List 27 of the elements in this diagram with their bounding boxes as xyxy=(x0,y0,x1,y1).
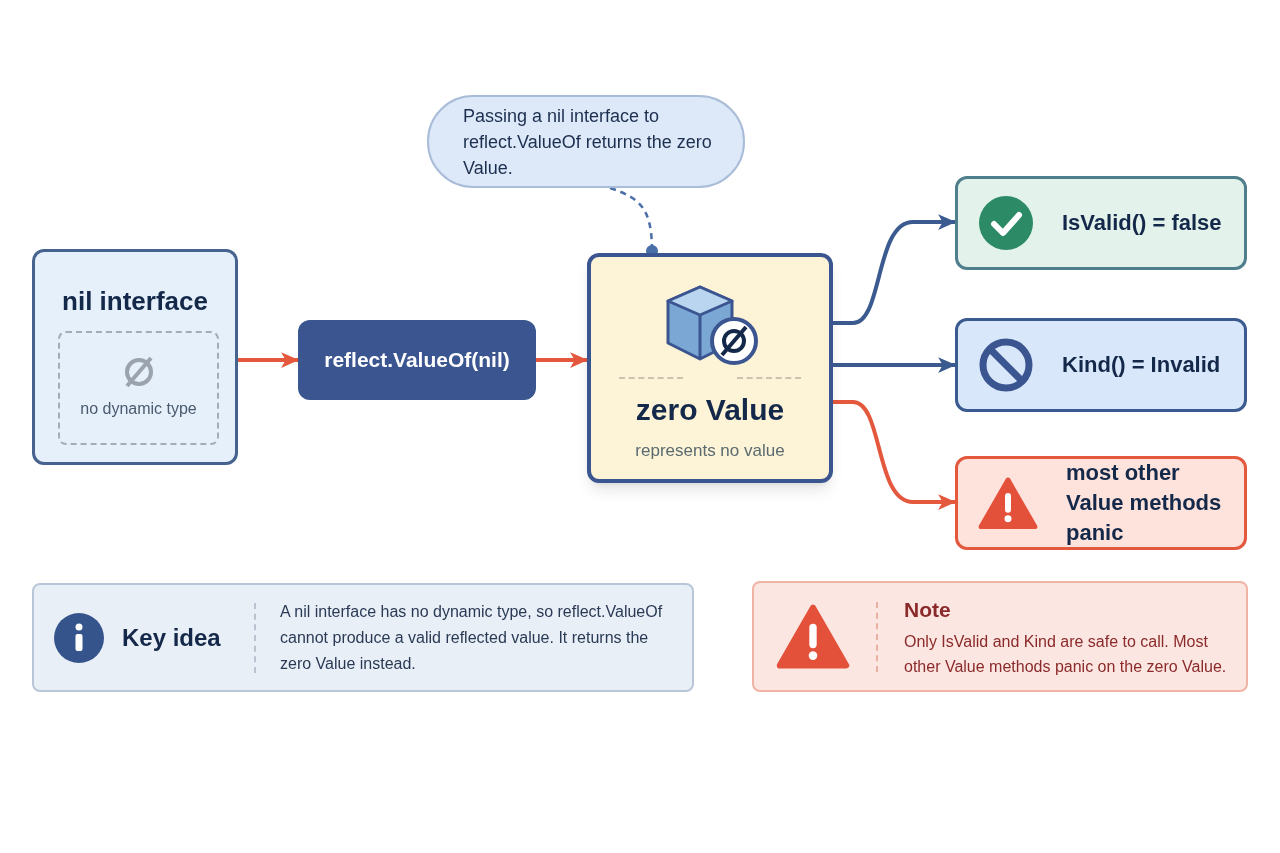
result-box xyxy=(955,318,1247,412)
box-caption: represents no value xyxy=(635,440,785,462)
box-title: nil interface xyxy=(61,285,209,318)
box-title: zero Value xyxy=(635,392,785,428)
arrow xyxy=(833,214,957,325)
arrow xyxy=(536,352,589,368)
dashed-box xyxy=(58,331,219,445)
arrow xyxy=(238,352,300,368)
result-text: IsValid() = false xyxy=(1062,209,1222,237)
callout-text: Passing a nil interface to reflect.ValueOf returns the zero Value. xyxy=(463,104,713,180)
panel-text: Only IsValid and Kind are safe to call. Most other Value methods panic on the zero Value. xyxy=(904,632,1228,678)
function-name: reflect.ValueOf(nil) xyxy=(324,347,510,374)
warning-box xyxy=(955,456,1247,550)
arrow xyxy=(833,357,957,373)
panel-text: A nil interface has no dynamic type, so reflect.ValueOf cannot produce a valid reflected value. It returns the zero Value instead. xyxy=(280,601,664,674)
result-text: most other Value methods panic xyxy=(1066,459,1223,547)
panel-title: Key idea xyxy=(122,622,222,653)
panel-title: Note xyxy=(904,596,952,623)
arrow xyxy=(833,400,957,510)
result-box xyxy=(955,176,1247,270)
result-text: Kind() = Invalid xyxy=(1062,351,1221,379)
function-box xyxy=(298,320,536,400)
note-panel xyxy=(752,581,1248,692)
interface-box xyxy=(32,249,238,465)
value-box xyxy=(587,253,833,483)
info-panel xyxy=(32,583,694,692)
box-caption: no dynamic type xyxy=(80,399,197,419)
